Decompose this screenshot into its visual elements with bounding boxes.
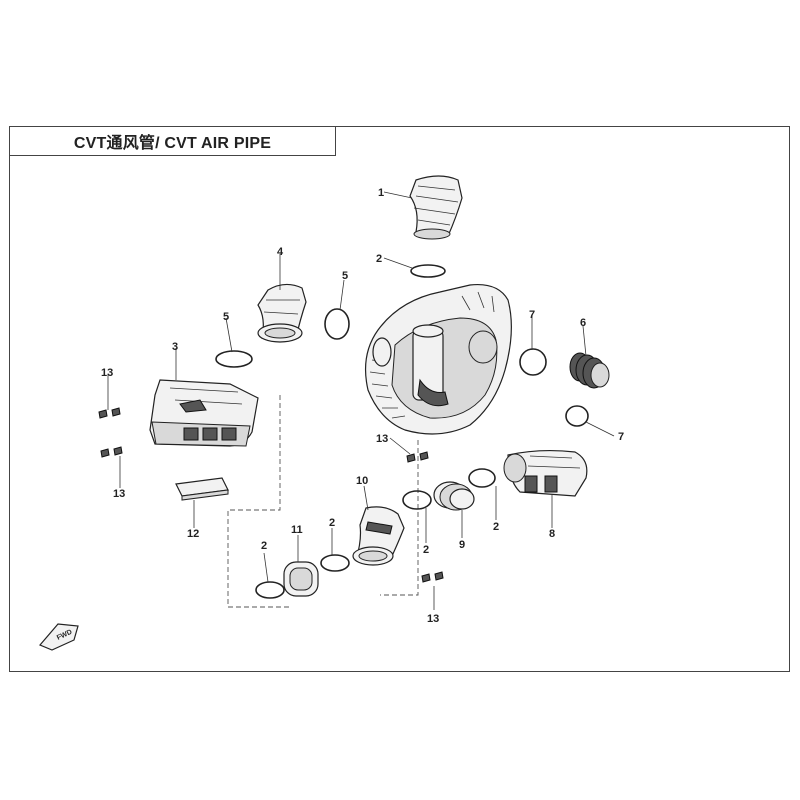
part-2-clamp-lower <box>320 554 350 572</box>
fwd-arrow-icon: FWD <box>39 623 79 651</box>
callout-9: 9 <box>459 539 465 551</box>
callout-2-top: 2 <box>376 253 382 265</box>
part-2-clamp-top <box>410 264 446 278</box>
part-2-clamp-right <box>402 490 432 510</box>
page-title: CVT通风管/ CVT AIR PIPE <box>73 135 272 152</box>
screw-group-13-lower-left <box>100 446 123 458</box>
callout-13-bottom: 13 <box>427 613 439 625</box>
part-5-clamp-right <box>324 308 350 340</box>
part-6-corrugated-boot <box>569 352 610 389</box>
part-4-intake-elbow <box>257 283 307 343</box>
callout-6: 6 <box>580 317 586 329</box>
callout-2-center: 2 <box>423 544 429 556</box>
part-7-clamp-lower <box>565 405 589 427</box>
diagram-frame <box>9 126 790 672</box>
callout-13-center: 13 <box>376 433 388 445</box>
callout-7-upper: 7 <box>529 309 535 321</box>
part-9-coupling-sleeve <box>433 481 475 511</box>
part-2-clamp-left <box>255 581 285 599</box>
callout-11: 11 <box>291 524 303 536</box>
callout-4: 4 <box>277 246 284 258</box>
callout-1: 1 <box>378 187 384 199</box>
screw-group-13-upper-left <box>98 407 121 419</box>
assembly-dash-left <box>227 395 290 608</box>
screw-group-13-bottom <box>421 571 444 583</box>
part-11-oval-gasket <box>283 561 319 597</box>
part-8-lower-duct <box>503 449 588 497</box>
callout-10: 10 <box>356 475 368 487</box>
cvt-cover-housing <box>364 283 512 435</box>
callout-13-upper-left: 13 <box>101 367 113 379</box>
callout-5-left: 5 <box>223 311 229 323</box>
callout-5-right: 5 <box>342 270 348 282</box>
callout-8: 8 <box>549 528 555 540</box>
callout-2-lower: 2 <box>329 517 335 529</box>
leader-lines <box>107 191 615 610</box>
part-10-intake-pipe <box>352 506 405 566</box>
callout-7-lower: 7 <box>618 431 624 443</box>
screw-group-13-center <box>406 451 429 463</box>
part-5-clamp-left <box>215 350 253 368</box>
part-3-air-box <box>149 379 259 447</box>
title-box: CVT通风管/ CVT AIR PIPE <box>9 126 336 156</box>
callout-2-left: 2 <box>261 540 267 552</box>
callout-2-right: 2 <box>493 521 499 533</box>
part-12-filter-pad <box>175 477 229 501</box>
part-1-elbow-duct <box>409 175 463 240</box>
callout-12: 12 <box>187 528 199 540</box>
callout-3: 3 <box>172 341 178 353</box>
part-7-clamp-upper <box>519 348 547 376</box>
callout-13-lower-left: 13 <box>113 488 125 500</box>
part-2-clamp-middle <box>468 468 496 488</box>
